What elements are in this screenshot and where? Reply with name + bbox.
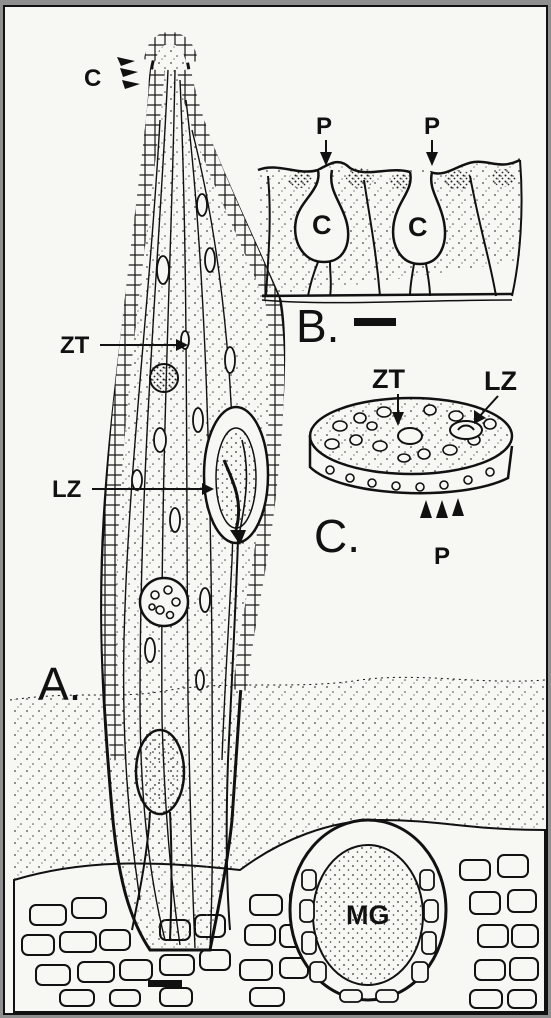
panel-label-a: A. <box>38 658 81 710</box>
panel-label-c: C. <box>314 510 360 562</box>
label-zt-a: ZT <box>60 332 90 359</box>
panel-label-b: B. <box>296 300 339 352</box>
label-lz-c: LZ <box>484 366 517 396</box>
label-lz-a: LZ <box>52 476 81 503</box>
label-c-b2: C <box>408 212 428 242</box>
label-p-b1: P <box>316 113 332 140</box>
label-zt-c: ZT <box>372 364 405 394</box>
label-p-b2: P <box>424 113 440 140</box>
round-cell-upper <box>150 364 178 392</box>
scale-bar-a <box>148 980 182 987</box>
lz-organ-c <box>450 421 482 439</box>
label-c-b1: C <box>312 210 332 240</box>
label-p-c: P <box>434 543 450 570</box>
scale-bar-b <box>354 318 396 326</box>
basal-bulb <box>136 730 184 814</box>
label-c-tip: C <box>84 65 101 92</box>
label-mg: MG <box>346 900 390 930</box>
zt-center <box>398 428 422 444</box>
round-cell-lower <box>140 578 188 626</box>
